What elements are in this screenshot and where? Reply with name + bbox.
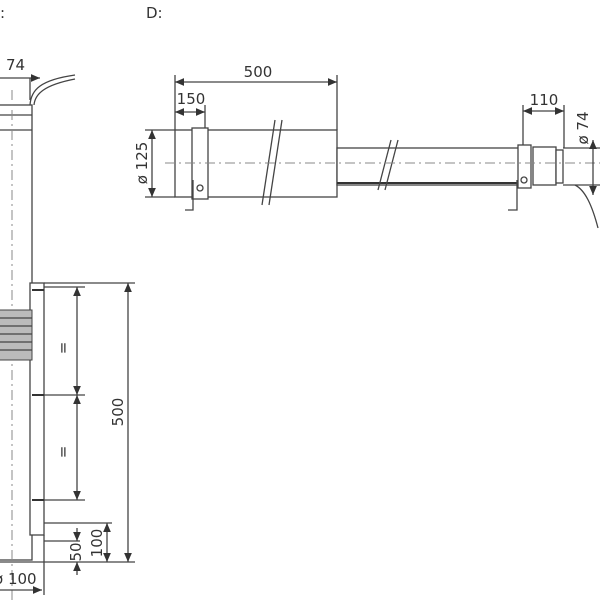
- d-dim-110: 110: [530, 91, 559, 109]
- c-dim-height: 500: [109, 398, 127, 427]
- d-dim-length: 500: [244, 63, 273, 81]
- d-dim-diam-74: ø 74: [574, 111, 592, 144]
- view-d-label: D:: [146, 4, 163, 22]
- c-dim-diam: ø 100: [0, 570, 37, 588]
- c-dim-50: 50: [67, 542, 85, 561]
- c-equal-2: =: [54, 446, 72, 459]
- d-dim-diam-125: ø 125: [133, 142, 151, 185]
- c-dim-top: 74: [6, 56, 25, 74]
- d-dim-150: 150: [177, 90, 206, 108]
- view-c-label: :: [0, 4, 5, 22]
- c-equal-1: =: [54, 342, 72, 355]
- view-c-drawing: : 74 = = 500 100: [0, 4, 135, 600]
- c-dim-100: 100: [88, 529, 106, 558]
- thread-band: [0, 309, 33, 361]
- view-d-drawing: D: 500 150 ø 125 110 ø 74: [133, 4, 600, 229]
